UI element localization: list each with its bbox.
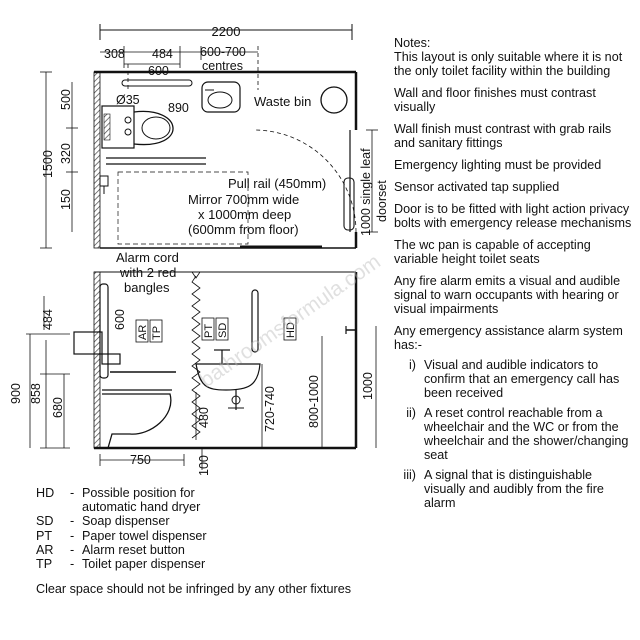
mirror-label-1: Mirror 700mm wide	[188, 192, 299, 207]
subitem-number: iii)	[403, 468, 416, 482]
dim-890: 890	[168, 101, 189, 115]
elevation-view	[26, 271, 377, 470]
sign-ar: AR	[137, 325, 149, 340]
notes-panel: Notes: This layout is only suitable wher…	[394, 36, 634, 516]
note-item: Any fire alarm emits a visual and audibl…	[394, 274, 621, 316]
note-item: Emergency lighting must be provided	[394, 158, 602, 172]
elev-dim-720-740: 720-740	[263, 386, 277, 432]
note-item: Any emergency assistance alarm system ha…	[394, 324, 623, 352]
alarm-cord-label-1: Alarm cord	[116, 250, 179, 265]
note-item: Wall and floor finishes must contrast vi…	[394, 86, 596, 114]
plan-view	[40, 24, 378, 249]
door-label-1: 1000 single leaf	[359, 148, 373, 236]
subitem-text: Visual and audible indicators to confirm…	[424, 358, 620, 400]
dim-308: 308	[104, 47, 125, 61]
legend-key: TP	[36, 557, 53, 572]
note-item: Sensor activated tap supplied	[394, 180, 560, 194]
legend-row-continued: automatic hand dryer	[36, 500, 207, 514]
elevation-labels: Alarm cord with 2 red bangles 484 600 90…	[9, 250, 375, 476]
mirror-label-2: x 1000mm deep	[198, 207, 291, 222]
legend-text: Alarm reset button	[82, 542, 185, 557]
dim-600-700: 600-700	[200, 45, 246, 59]
note-item: Wall finish must contrast with grab rail…	[394, 122, 612, 150]
legend-row: TP-Toilet paper dispenser	[36, 557, 206, 572]
elev-dim-1000: 1000	[361, 372, 375, 400]
sign-tp: TP	[151, 326, 163, 340]
elev-dim-484: 484	[41, 309, 55, 330]
dim-500: 500	[59, 89, 73, 110]
elev-dim-750: 750	[130, 453, 151, 467]
legend-row: AR-Alarm reset button	[36, 542, 185, 557]
legend-row: HD-Possible position for	[36, 486, 195, 500]
pull-rail-label: Pull rail (450mm)	[228, 176, 326, 191]
elev-dim-600: 600	[113, 309, 127, 330]
elev-dim-858: 858	[29, 383, 43, 404]
sign-hd: HD	[285, 322, 297, 338]
legend: HD-Possible position for automatic hand …	[36, 486, 207, 571]
legend-text: Possible position for	[82, 486, 195, 500]
plan-labels: 2200 308 484 600-700 centres 600 Ø35 890…	[41, 24, 389, 237]
subitem-number: i)	[409, 358, 416, 372]
dim-150: 150	[59, 189, 73, 210]
note-subitem: iii) A signal that is distinguishable vis…	[394, 468, 634, 510]
elev-dim-480: 480	[197, 407, 211, 428]
legend-key: SD	[36, 514, 54, 529]
legend-text: Paper towel dispenser	[82, 528, 207, 543]
note-subitem: i) Visual and audible indicators to confi…	[394, 358, 634, 400]
waste-bin-label: Waste bin	[254, 94, 311, 109]
subitem-text: A signal that is distinguishable visuall…	[424, 468, 604, 510]
elev-dim-900: 900	[9, 383, 23, 404]
subitem-text: A reset control reachable from a wheelch…	[424, 406, 629, 462]
legend-row: PT-Paper towel dispenser	[36, 528, 207, 543]
note-item: This layout is only suitable where it is…	[394, 50, 623, 78]
dim-600: 600	[148, 64, 169, 78]
clear-space-note: Clear space should not be infringed by a…	[36, 582, 352, 596]
note-item: The wc pan is capable of accepting varia…	[394, 238, 591, 266]
legend-text: Soap dispenser	[82, 514, 170, 529]
legend-text: automatic hand dryer	[82, 500, 201, 515]
legend-text: Toilet paper dispenser	[82, 557, 206, 572]
elev-dim-800-1000: 800-1000	[307, 375, 321, 428]
overall-width-label: 2200	[212, 24, 241, 39]
elev-dim-100: 100	[197, 455, 211, 476]
legend-key: PT	[36, 528, 53, 543]
centres-label: centres	[202, 59, 243, 73]
legend-key: AR	[36, 542, 54, 557]
elev-dim-680: 680	[51, 397, 65, 418]
door-label-2: doorset	[375, 180, 389, 222]
dim-diameter-35: Ø35	[116, 93, 140, 107]
legend-key: HD	[36, 486, 55, 500]
sign-sd: SD	[217, 323, 229, 338]
legend-row: SD-Soap dispenser	[36, 514, 170, 529]
dim-484: 484	[152, 47, 173, 61]
mirror-label-3: (600mm from floor)	[188, 222, 299, 237]
subitem-number: ii)	[406, 406, 416, 420]
alarm-cord-label-2: with 2 red	[119, 265, 176, 280]
dim-320: 320	[59, 143, 73, 164]
notes-title: Notes:	[394, 36, 431, 50]
note-subitem: ii) A reset control reachable from a whee…	[394, 406, 634, 462]
note-item: Door is to be fitted with light action p…	[394, 202, 632, 230]
sign-pt: PT	[203, 324, 215, 338]
dim-1500: 1500	[41, 150, 55, 178]
alarm-cord-label-3: bangles	[124, 280, 170, 295]
